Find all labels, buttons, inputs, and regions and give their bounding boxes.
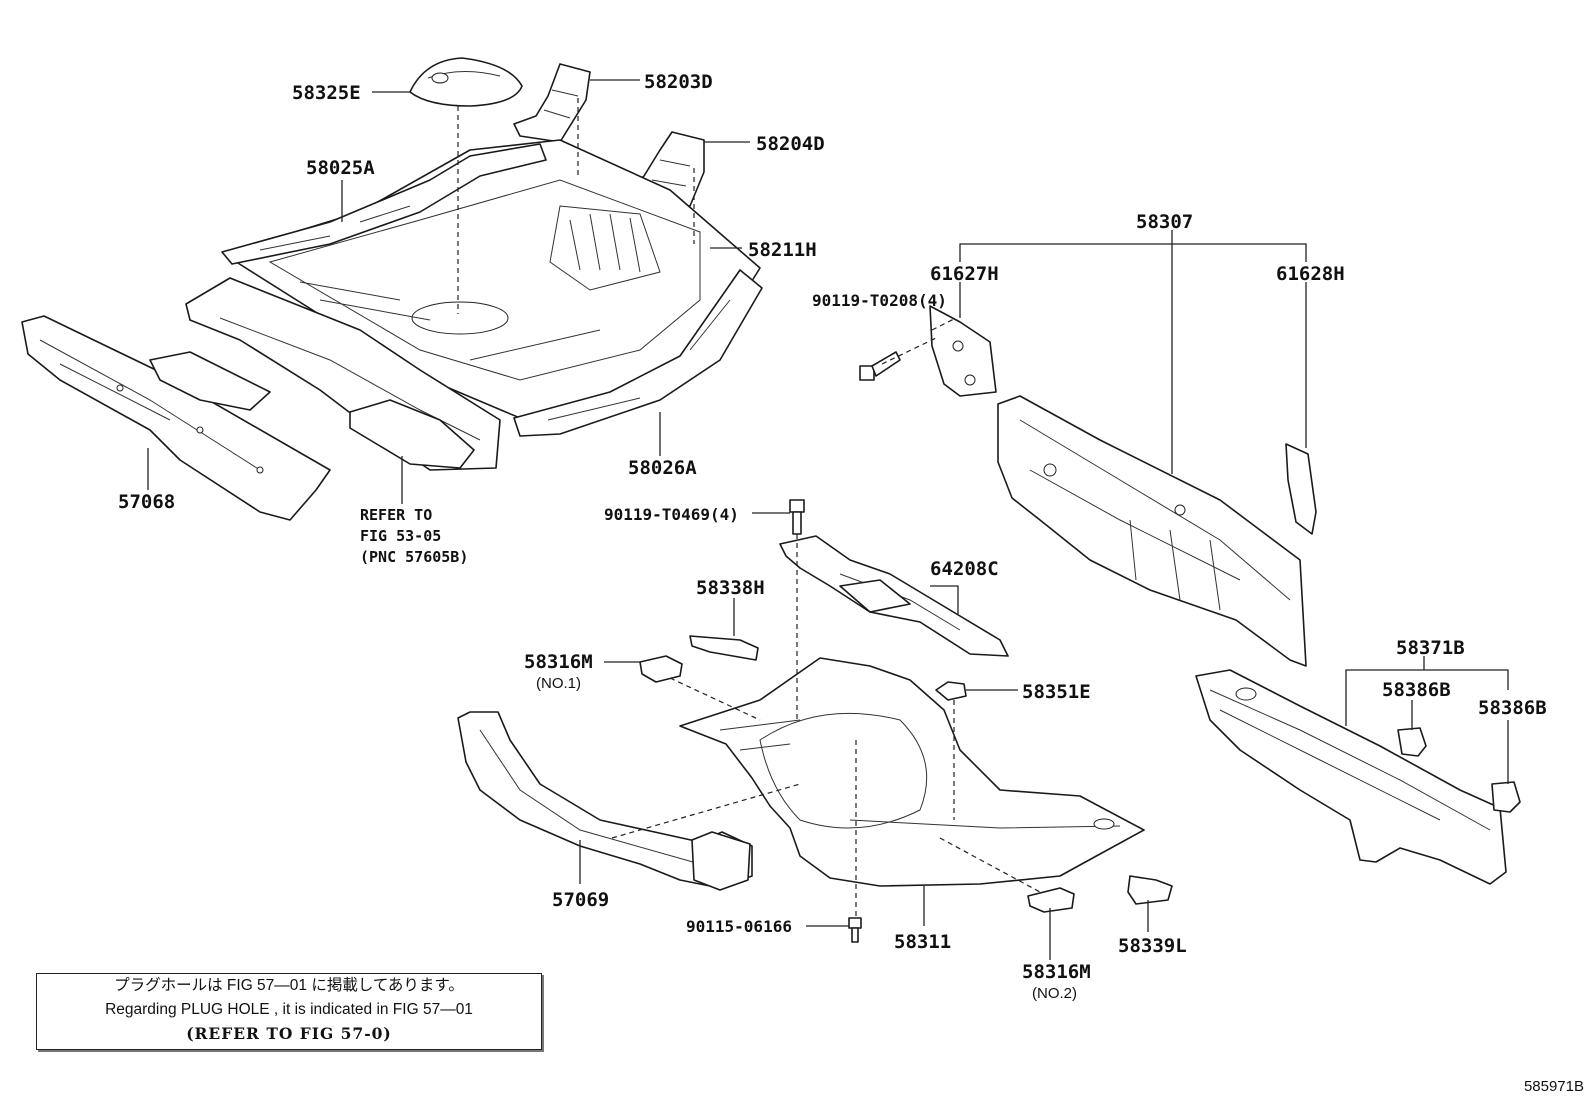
- label-61627h: 61627H: [930, 263, 999, 285]
- label-58371b: 58371B: [1396, 637, 1465, 659]
- part-58025a-side-member: [221, 143, 547, 265]
- part-58026a-side-member: [513, 269, 763, 437]
- label-90119-t0469: 90119-T0469(4): [604, 505, 739, 524]
- label-58338h: 58338H: [696, 577, 765, 599]
- label-58316m-no1-note: (NO.1): [536, 675, 581, 692]
- label-58025a: 58025A: [306, 157, 375, 179]
- label-61628h: 61628H: [1276, 263, 1345, 285]
- label-58316m-no1: 58316M: [524, 651, 593, 673]
- part-64208c-bar: [779, 535, 1009, 657]
- part-labels: 58325E 58203D 58204D 58025A 58211H 58307…: [118, 71, 1547, 1002]
- part-58339l-bracket: [1127, 875, 1173, 905]
- label-58203d: 58203D: [644, 71, 713, 93]
- label-57068: 57068: [118, 491, 175, 513]
- assembly-lines: [457, 98, 1041, 916]
- label-57069: 57069: [552, 889, 609, 911]
- part-90119-t0469-bolt: [789, 499, 805, 535]
- part-58386b-bracket-a: [1397, 727, 1427, 757]
- part-58203d-bracket: [513, 63, 591, 143]
- label-58316m-no2: 58316M: [1022, 961, 1091, 983]
- part-57605b-panel: [349, 399, 475, 469]
- label-58386b-a: 58386B: [1382, 679, 1451, 701]
- leader-lines: [147, 79, 1509, 960]
- part-58307-dash-panel: [997, 395, 1307, 667]
- label-58204d: 58204D: [756, 133, 825, 155]
- part-58386b-bracket-b: [1491, 781, 1521, 813]
- plug-hole-note: プラグホールは FIG 57—01 に掲載してあります。 Regarding P…: [36, 973, 542, 1050]
- label-58386b-b: 58386B: [1478, 697, 1547, 719]
- label-58316m-no2-note: (NO.2): [1032, 985, 1077, 1002]
- note-reference: (REFER TO FIG 57-0): [186, 1024, 392, 1043]
- part-61628h-bracket: [1285, 443, 1317, 535]
- part-90115-06166-bolt: [848, 917, 862, 943]
- note-english: Regarding PLUG HOLE , it is indicated in…: [105, 1001, 473, 1018]
- label-58307: 58307: [1136, 211, 1193, 233]
- part-58316m-no1-bracket: [639, 655, 683, 683]
- part-58351e-bracket: [935, 681, 967, 701]
- part-58338h-bracket: [689, 635, 759, 661]
- refer-line-3: (PNC 57605B): [360, 548, 468, 566]
- part-61627h-bracket: [929, 305, 997, 397]
- figure-code: 585971B: [1523, 1078, 1584, 1095]
- label-90119-t0208: 90119-T0208(4): [812, 291, 947, 310]
- label-58325e: 58325E: [292, 82, 361, 104]
- label-58211h: 58211H: [748, 239, 817, 261]
- part-57068-cross-member: [21, 315, 331, 521]
- part-57069-cross-member: [457, 711, 753, 891]
- label-90115-06166: 90115-06166: [686, 917, 792, 936]
- refer-line-1: REFER TO: [360, 506, 432, 524]
- label-64208c: 64208C: [930, 558, 999, 580]
- part-58371b-cowl-member: [1195, 669, 1507, 885]
- part-90119-t0208-bolt: [859, 351, 901, 381]
- part-58316m-no2-bracket: [1027, 887, 1075, 913]
- label-58339l: 58339L: [1118, 935, 1187, 957]
- label-58026a: 58026A: [628, 457, 697, 479]
- note-japanese: プラグホールは FIG 57—01 に掲載してあります。: [114, 977, 464, 994]
- part-58311-rear-floor: [679, 657, 1145, 887]
- refer-line-2: FIG 53-05: [360, 527, 441, 545]
- label-58351e: 58351E: [1022, 681, 1091, 703]
- part-58325e-cover: [409, 57, 523, 107]
- label-58311: 58311: [894, 931, 951, 953]
